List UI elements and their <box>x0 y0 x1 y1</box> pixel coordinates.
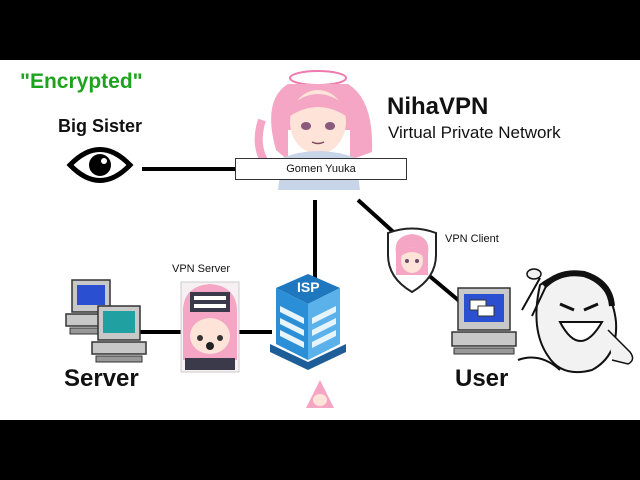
server-label: Server <box>64 365 139 392</box>
encrypted-label: "Encrypted" <box>20 70 143 93</box>
vpn-server-label: VPN Server <box>172 263 231 275</box>
big-sister-label: Big Sister <box>58 116 143 136</box>
brand-title: NihaVPN <box>387 93 489 120</box>
brand-subtitle: Virtual Private Network <box>388 123 561 142</box>
vpn-server-card <box>180 281 240 373</box>
diagram-canvas: Gomen Yuuka <box>0 60 640 420</box>
shield-icon <box>387 227 437 294</box>
name-bar: Gomen Yuuka <box>235 158 407 180</box>
small-triangle-avatar <box>306 380 334 408</box>
vpn-client-label: VPN Client <box>445 233 499 245</box>
user-computer-icon <box>451 287 517 355</box>
laughing-man-image <box>517 268 634 374</box>
isp-label: ISP <box>297 279 320 295</box>
name-bar-label: Gomen Yuuka <box>286 163 356 175</box>
eye-icon <box>66 147 134 183</box>
computer-icon <box>65 279 147 363</box>
user-label: User <box>455 365 509 392</box>
isp-building-icon: ISP <box>270 274 346 370</box>
